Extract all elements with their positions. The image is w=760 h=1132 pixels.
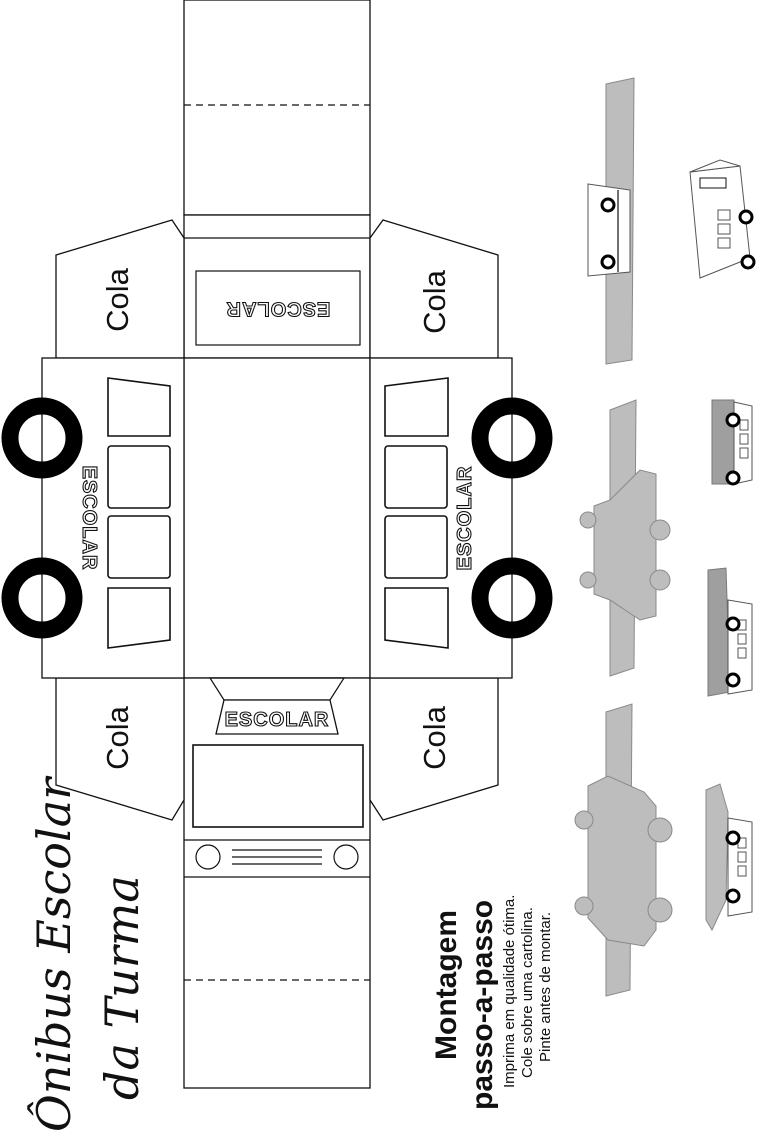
glue-label: Cola — [417, 269, 452, 334]
side-panel-left: ESCOLAR — [1, 357, 185, 679]
instructions-block: Montagem passo-a-passo Imprima em qualid… — [430, 895, 554, 1110]
wheel-icon — [1, 397, 83, 479]
step-illustration-2b — [711, 399, 753, 486]
front-panel: ESCOLAR — [183, 677, 371, 1089]
glue-label: Cola — [100, 267, 135, 332]
back-sign-text: ESCOLAR — [226, 298, 331, 320]
floor-panel — [183, 357, 371, 679]
front-sign-plate — [215, 699, 339, 735]
step-illustration-3b — [705, 783, 753, 932]
side-right-text: ESCOLAR — [454, 466, 476, 571]
back-sign-frame — [195, 270, 361, 346]
glue-tab-top-right: Cola — [369, 219, 499, 359]
front-sign-text: ESCOLAR — [225, 709, 330, 731]
glue-label: Cola — [100, 705, 135, 770]
instructions-step-3: Pinte antes de montar. — [537, 912, 554, 1062]
windshield — [192, 744, 364, 828]
instructions-heading-2: passo-a-passo — [466, 900, 499, 1110]
step-illustration-3a — [707, 567, 753, 697]
wheel-icon — [1, 557, 83, 639]
side-panel-right: ESCOLAR — [369, 357, 553, 679]
glue-tab-bottom-right: Cola — [369, 677, 499, 821]
instructions-step-1: Imprima em qualidade ótima. — [501, 895, 518, 1088]
glue-tab-top-left: Cola — [55, 219, 185, 359]
side-left-text: ESCOLAR — [78, 466, 100, 571]
glue-label: Cola — [417, 705, 452, 770]
glue-tab-bottom-left: Cola — [55, 677, 185, 821]
instructions-step-2: Cole sobre uma cartolina. — [519, 907, 536, 1078]
roof-panel — [183, 0, 371, 216]
title-line-1: Ônibus Escolar — [26, 775, 81, 1132]
step-illustration-1b — [689, 159, 756, 279]
step-illustration-3 — [574, 703, 673, 997]
headlight-left — [195, 844, 221, 870]
title-line-2: da Turma — [95, 875, 149, 1100]
wheel-icon — [471, 397, 553, 479]
step-illustration-1 — [587, 77, 635, 365]
step-illustration-2 — [579, 399, 671, 677]
back-panel: ESCOLAR — [183, 214, 371, 359]
wheel-icon — [471, 557, 553, 639]
headlight-right — [333, 844, 359, 870]
instructions-heading-1: Montagem — [430, 910, 463, 1060]
